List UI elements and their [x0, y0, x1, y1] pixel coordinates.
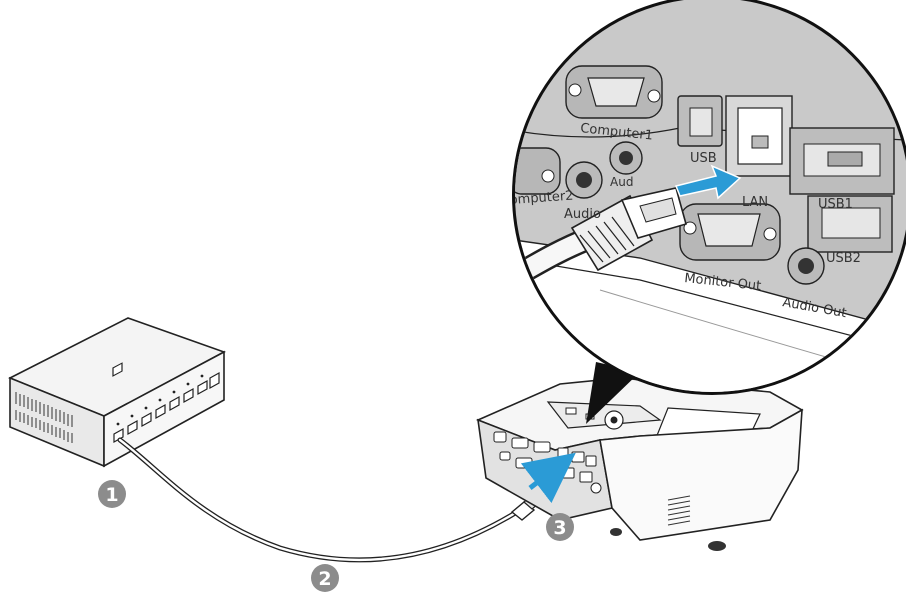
computer2-label: omputer2 — [509, 189, 574, 208]
connect-arrow-projector — [520, 452, 576, 504]
hub-vents — [15, 392, 73, 443]
computer1-port — [565, 65, 663, 119]
callout-3: 3 — [546, 513, 574, 541]
lan-port — [725, 95, 793, 177]
callout-2: 2 — [311, 564, 339, 592]
callout-1-number: 1 — [105, 484, 118, 506]
hub-ports — [112, 362, 123, 377]
lan-cable — [117, 437, 539, 563]
network-hub — [8, 317, 226, 468]
callout-2-number: 2 — [318, 568, 331, 590]
callout-3-number: 3 — [553, 517, 566, 539]
usb1-port — [789, 127, 895, 195]
hub-port-row — [113, 371, 220, 444]
usb1-label: USB1 — [818, 197, 853, 212]
callout-1: 1 — [98, 480, 126, 508]
audio-label-top: Aud — [610, 175, 633, 189]
zoom-pointer — [586, 362, 640, 424]
lan-label: LAN — [742, 195, 768, 210]
connect-arrow-lan — [674, 164, 742, 200]
projector-vent — [667, 495, 691, 526]
usb2-label: USB2 — [826, 251, 861, 266]
monitor-out-port — [679, 203, 781, 261]
usb-label: USB — [690, 151, 717, 166]
audio-label-left: Audio — [564, 207, 601, 222]
computer2-port — [515, 147, 561, 195]
zoom-detail: Computer1 omputer2 Audio Aud USB LAN USB… — [509, 0, 906, 395]
